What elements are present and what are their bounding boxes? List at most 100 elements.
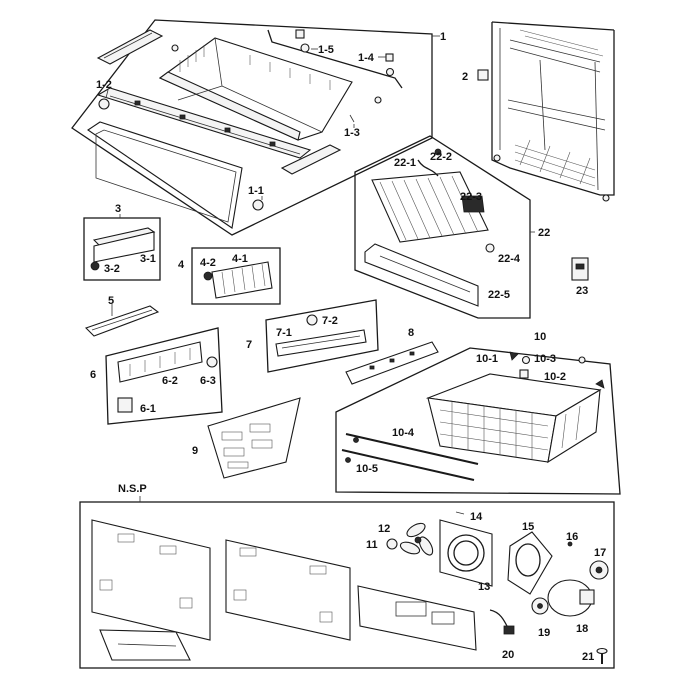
part-8 <box>345 341 439 385</box>
motor-body <box>515 543 541 577</box>
motor-cap <box>579 589 595 605</box>
shelf-line <box>507 107 606 131</box>
sensor-wire-22-1 <box>417 159 439 177</box>
label-22-3: 22-3 <box>460 191 482 203</box>
screw-3-2-icon <box>90 261 100 271</box>
part-10-4-rail <box>341 449 475 481</box>
screw-4-2-icon <box>203 271 213 281</box>
part-10-1-icon <box>509 351 519 361</box>
label-1-4: 1-4 <box>358 52 375 64</box>
label-7: 7 <box>246 339 252 351</box>
screw-icon <box>353 437 359 443</box>
divider <box>539 59 546 151</box>
screw-icon <box>374 96 382 104</box>
label-15: 15 <box>522 521 534 533</box>
label-4-2: 4-2 <box>200 257 216 269</box>
part-9-vents <box>221 423 273 469</box>
nsp-door-panel-2 <box>225 539 351 641</box>
group-10-freezer-basket <box>335 347 621 495</box>
handle-detail <box>109 95 301 155</box>
support-rod <box>267 29 403 89</box>
washer-10-3-icon <box>521 355 531 365</box>
part-8-slots <box>369 351 415 370</box>
basket-side <box>547 388 601 464</box>
refrigerator-cabinet <box>477 21 615 202</box>
pulley-hub <box>537 603 543 609</box>
housing-vents <box>129 348 191 376</box>
group-1-drawer-assembly <box>71 19 440 236</box>
label-22-4: 22-4 <box>498 253 521 265</box>
part-10-4-rail <box>345 433 479 465</box>
label-11: 11 <box>366 539 378 551</box>
label-21: 21 <box>582 651 594 663</box>
group-4 <box>191 247 281 305</box>
handle-clips <box>134 100 276 147</box>
label-7-2: 7-2 <box>322 315 338 327</box>
label-12: 12 <box>378 523 390 535</box>
screw-head <box>596 647 608 655</box>
duct-opening <box>431 611 455 625</box>
label-14: 14 <box>470 511 483 523</box>
part-7-2-cap-icon <box>306 314 318 326</box>
label-1-3: 1-3 <box>344 127 360 139</box>
label-6-2: 6-2 <box>162 375 178 387</box>
screw-icon <box>171 44 179 52</box>
divider <box>594 61 599 191</box>
top-shelf-grid <box>519 29 604 57</box>
label-3-2: 3-2 <box>104 263 120 275</box>
screw-1-3 <box>349 114 355 123</box>
nsp-heading: N.S.P <box>118 483 147 495</box>
heater-22-3-icon <box>461 195 485 213</box>
part-3-rail-body <box>93 231 155 263</box>
screw-10-5-icon <box>345 457 351 463</box>
label-8: 8 <box>408 327 414 339</box>
label-6-1: 6-1 <box>140 403 156 415</box>
part-6-1-cover-icon <box>117 397 133 413</box>
front-panel-inner <box>95 129 237 223</box>
rail-detail <box>281 335 361 349</box>
label-4-1: 4-1 <box>232 253 248 265</box>
label-22: 22 <box>538 227 550 239</box>
group-7-outline <box>265 299 379 373</box>
tray-edge <box>379 255 471 293</box>
label-16: 16 <box>566 531 578 543</box>
part-9 <box>207 397 301 479</box>
part-5-rail <box>84 305 160 337</box>
shroud-ring-inner <box>453 540 479 566</box>
washer-icon <box>385 67 395 77</box>
clip-22-4-icon <box>485 243 495 253</box>
panel-2-details <box>233 547 333 623</box>
label-10: 10 <box>534 331 546 343</box>
rail-edge <box>103 32 153 59</box>
group-4-outline <box>191 247 281 305</box>
clip-1-2-icon <box>98 98 110 110</box>
part-20-connector-icon <box>503 625 515 635</box>
clip-icon <box>295 29 305 39</box>
label-5: 5 <box>108 295 114 307</box>
shelf-line <box>509 47 601 73</box>
nsp-group <box>79 496 615 669</box>
part-labels: 1 1-5 1-4 1-2 1-3 1-1 2 22-1 22-2 22-3 2… <box>90 31 606 663</box>
label-17: 17 <box>594 547 606 559</box>
part-9-panel <box>207 397 301 479</box>
lower-rail <box>280 144 342 175</box>
label-20: 20 <box>502 649 514 661</box>
rail-detail <box>91 309 153 331</box>
group-3 <box>83 214 161 281</box>
leveling-foot-icon <box>602 194 610 202</box>
cabinet-outline <box>491 22 615 196</box>
label-18: 18 <box>576 623 588 635</box>
label-1-1: 1-1 <box>248 185 264 197</box>
part-10-2-icon <box>519 369 529 379</box>
label-23: 23 <box>576 285 588 297</box>
group-10-outline <box>335 347 621 495</box>
hinge-2-icon <box>477 69 489 81</box>
label-10-4: 10-4 <box>392 427 415 439</box>
label-3-1: 3-1 <box>140 253 156 265</box>
label-7-1: 7-1 <box>276 327 292 339</box>
part-16-screw-icon <box>567 541 573 547</box>
group-22-outline <box>354 135 531 319</box>
leader <box>105 89 109 99</box>
basket-side-slots <box>179 45 331 90</box>
drain-tray-22-5 <box>364 243 479 307</box>
